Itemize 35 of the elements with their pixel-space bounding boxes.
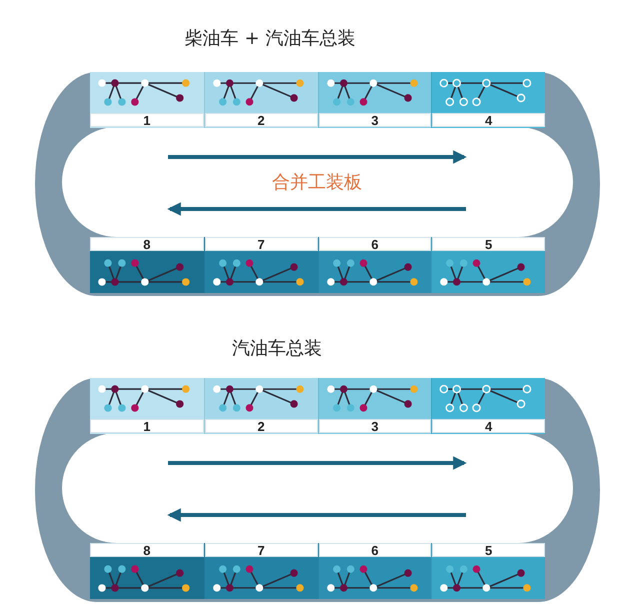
station-number: 5	[432, 543, 545, 557]
station-card	[90, 378, 204, 434]
station-card	[318, 543, 432, 599]
station-number: 5	[432, 237, 545, 251]
station-number: 1	[90, 419, 204, 433]
station-number: 1	[90, 113, 204, 127]
station-number: 4	[432, 113, 545, 127]
station-card	[204, 543, 318, 599]
station-number: 2	[204, 419, 318, 433]
station-number: 2	[204, 113, 318, 127]
section-title: 柴油车 + 汽油车总装	[184, 27, 356, 50]
station-card	[431, 543, 545, 599]
station-number: 3	[318, 419, 432, 433]
station-number: 6	[318, 543, 432, 557]
station-card	[204, 237, 318, 293]
station-number: 8	[90, 543, 204, 557]
station-card	[90, 237, 204, 293]
station-number: 8	[90, 237, 204, 251]
station-number: 4	[432, 419, 545, 433]
track-label: 合并工装板	[272, 171, 362, 194]
station-number: 7	[204, 543, 318, 557]
station-card	[431, 237, 545, 293]
station-card	[204, 72, 318, 128]
station-card	[90, 72, 204, 128]
station-card	[318, 72, 432, 128]
station-card	[318, 237, 432, 293]
station-card	[431, 378, 545, 434]
station-card	[204, 378, 318, 434]
station-number: 3	[318, 113, 432, 127]
station-card	[431, 72, 545, 128]
station-number: 7	[204, 237, 318, 251]
station-number: 6	[318, 237, 432, 251]
station-card	[318, 378, 432, 434]
station-card	[90, 543, 204, 599]
section-title: 汽油车总装	[232, 337, 322, 360]
